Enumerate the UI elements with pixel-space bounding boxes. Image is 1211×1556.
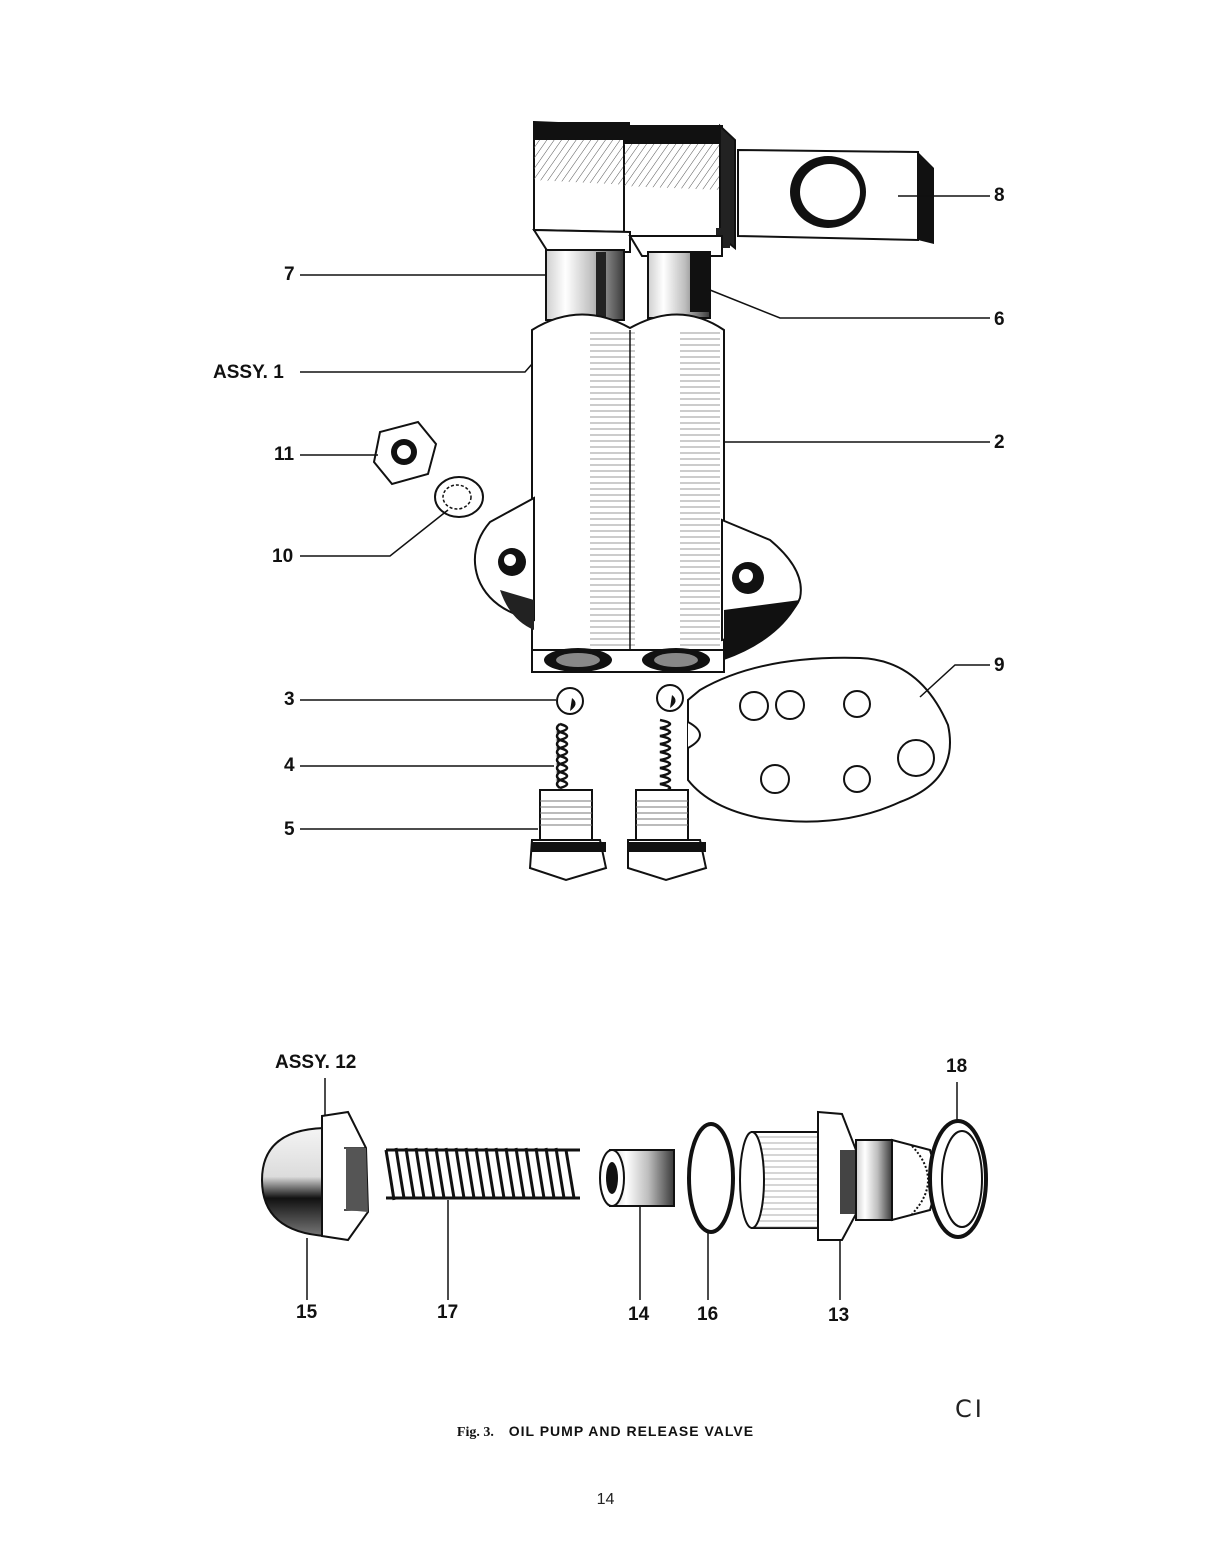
pump-body	[474, 313, 802, 673]
label-part-17: 17	[437, 1302, 459, 1323]
block-part-8	[737, 148, 934, 244]
lock-washer-part-10	[434, 476, 484, 518]
label-assy-1: ASSY. 1	[213, 362, 284, 383]
plug-part-5	[528, 789, 708, 882]
label-part-9: 9	[994, 655, 1005, 676]
label-part-8: 8	[994, 185, 1005, 206]
label-part-4: 4	[284, 755, 295, 776]
sleeve-part-14	[599, 1149, 675, 1207]
plunger-rods	[545, 249, 711, 321]
gasket-part-9	[687, 656, 951, 823]
label-part-3: 3	[284, 689, 295, 710]
corner-code: CI	[955, 1395, 985, 1423]
pump-head-block	[532, 120, 736, 257]
nut-part-11	[372, 420, 438, 486]
leader-lines-lower	[306, 1078, 958, 1300]
ball-part-3	[556, 684, 684, 715]
label-part-7: 7	[284, 264, 295, 285]
label-part-16: 16	[697, 1304, 719, 1325]
dome-cap-part-15	[260, 1110, 370, 1242]
label-part-18: 18	[946, 1056, 968, 1077]
caption-title: OIL PUMP AND RELEASE VALVE	[508, 1423, 755, 1439]
label-assy-12: ASSY. 12	[275, 1052, 357, 1073]
label-part-6: 6	[994, 309, 1005, 330]
label-part-10: 10	[272, 546, 294, 567]
washer-part-18	[928, 1119, 988, 1239]
leader-lines-upper	[300, 195, 990, 830]
spring-part-17	[384, 1147, 580, 1201]
o-ring-part-16	[687, 1122, 735, 1234]
spring-part-4	[555, 718, 672, 794]
valve-body-part-13	[739, 1110, 936, 1241]
page-number: 14	[596, 1491, 615, 1508]
label-part-5: 5	[284, 819, 295, 840]
caption-prefix: Fig. 3.	[456, 1425, 494, 1440]
figure-caption: Fig. 3. OIL PUMP AND RELEASE VALVE	[0, 1423, 1211, 1441]
label-part-11: 11	[274, 444, 295, 465]
label-part-14: 14	[628, 1304, 650, 1325]
label-part-15: 15	[296, 1302, 318, 1323]
label-part-2: 2	[994, 432, 1005, 453]
label-part-13: 13	[828, 1305, 850, 1326]
